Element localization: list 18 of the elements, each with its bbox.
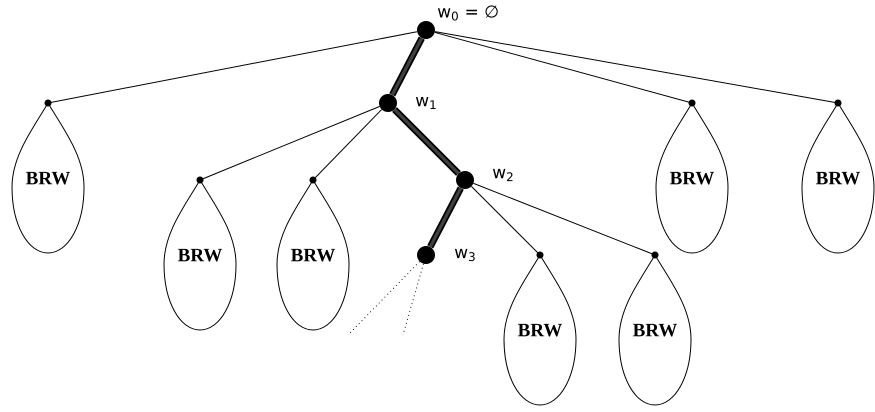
- vertex-label: w$_{1}$: [416, 96, 436, 109]
- path-edge: [427, 186, 464, 248]
- tree-edge: [471, 186, 540, 256]
- leaf-bubble: BRW: [656, 100, 728, 254]
- vertex-label: w$_{0}$ = ∅: [438, 5, 498, 21]
- continuation-line: [348, 261, 420, 336]
- leaf-bubble: BRW: [12, 100, 85, 254]
- leaf-bubble: BRW: [276, 176, 350, 330]
- tree-edge: [312, 109, 382, 180]
- path-edge: [392, 107, 461, 176]
- vertex-label: w$_{3}$: [454, 248, 475, 262]
- leaf-bubble: BRW: [802, 100, 874, 254]
- path-edge: [389, 36, 425, 96]
- continuation-line: [402, 263, 424, 336]
- leaf-bubble: BRW: [618, 252, 692, 406]
- vertex-label: w$_{2}$: [492, 168, 512, 182]
- leaf-bubble: BRW: [504, 252, 576, 406]
- leaf-bubble: BRW: [164, 176, 236, 330]
